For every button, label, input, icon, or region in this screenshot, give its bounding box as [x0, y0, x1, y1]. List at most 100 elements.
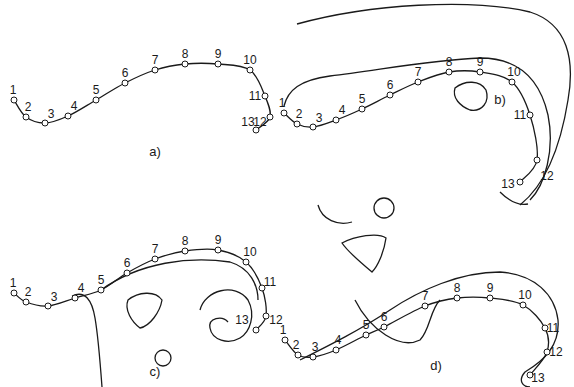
point-number: 6	[387, 79, 394, 91]
point-number: 6	[124, 257, 131, 269]
point-number: 13	[501, 178, 514, 190]
point-curves	[14, 63, 549, 375]
curl-contour	[200, 290, 252, 341]
point-marker	[509, 79, 515, 85]
palate-contour	[297, 4, 570, 205]
point-marker	[11, 97, 17, 103]
tip-contour	[500, 192, 528, 204]
jaw-contour	[72, 294, 102, 387]
point-number: 5	[93, 84, 100, 96]
point-marker	[295, 352, 301, 358]
point-number: 7	[415, 66, 422, 78]
point-number: 3	[312, 341, 319, 353]
point-marker	[253, 327, 259, 333]
point-number: 10	[243, 246, 256, 258]
point-marker	[42, 120, 48, 126]
point-marker	[363, 332, 369, 338]
point-number: 1	[279, 97, 286, 109]
point-number: 7	[152, 54, 159, 66]
point-number: 11	[264, 276, 276, 288]
point-number: 10	[518, 289, 531, 301]
point-marker	[11, 290, 17, 296]
point-marker	[282, 337, 288, 343]
point-marker	[262, 93, 268, 99]
point-marker	[122, 80, 128, 86]
measured-curve	[285, 297, 549, 375]
point-number: 6	[122, 67, 129, 79]
point-number: 2	[293, 339, 300, 351]
point-marker	[247, 67, 253, 73]
point-marker	[45, 303, 51, 309]
point-number: 9	[487, 282, 494, 294]
measured-curve	[14, 249, 266, 330]
point-number: 4	[78, 282, 85, 294]
blob	[127, 293, 162, 328]
point-marker	[310, 124, 316, 130]
point-marker	[65, 113, 71, 119]
point-number: 5	[359, 93, 366, 105]
point-number: 8	[446, 56, 453, 68]
point-marker	[243, 259, 249, 265]
point-number: 8	[182, 48, 189, 60]
point-number: 12	[540, 170, 553, 182]
point-marker	[415, 79, 421, 85]
point-marker	[215, 61, 221, 67]
point-number: 11	[249, 90, 261, 102]
point-marker	[422, 303, 428, 309]
blob	[342, 235, 386, 272]
point-marker	[527, 112, 533, 118]
point-marker	[454, 295, 460, 301]
point-marker	[152, 67, 158, 73]
point-marker	[23, 299, 29, 305]
point-marker	[267, 114, 273, 120]
point-number: 3	[51, 291, 58, 303]
point-marker	[98, 287, 104, 293]
point-number: 13	[531, 372, 544, 384]
point-marker	[93, 97, 99, 103]
point-number: 7	[422, 290, 429, 302]
circle	[374, 198, 394, 218]
point-marker	[124, 270, 130, 276]
point-number: 5	[98, 274, 105, 286]
point-number: 2	[25, 101, 32, 113]
point-number: 2	[296, 108, 303, 120]
point-number: 4	[71, 100, 78, 112]
point-number: 5	[363, 319, 370, 331]
point-marker	[72, 295, 78, 301]
point-number: 1	[280, 324, 287, 336]
point-markers	[11, 61, 550, 378]
point-number: 12	[253, 116, 266, 128]
point-marker	[520, 302, 526, 308]
point-marker	[182, 61, 188, 67]
point-number: 4	[335, 334, 342, 346]
point-number: 9	[215, 234, 222, 246]
point-number: 10	[507, 66, 520, 78]
point-number: 12	[549, 346, 562, 358]
cup-contour	[318, 205, 352, 223]
point-marker	[263, 313, 269, 319]
point-marker	[477, 69, 483, 75]
point-marker	[487, 295, 493, 301]
point-marker	[534, 157, 540, 163]
point-marker	[215, 247, 221, 253]
point-marker	[310, 354, 316, 360]
panel-label: a)	[149, 146, 161, 158]
point-marker	[23, 114, 29, 120]
tongue-contour	[284, 58, 550, 200]
point-number: 9	[477, 56, 484, 68]
point-marker	[182, 248, 188, 254]
point-marker	[359, 106, 365, 112]
point-marker	[544, 349, 550, 355]
point-number: 3	[316, 112, 323, 124]
panel-label: c)	[150, 366, 161, 378]
panel-label: b)	[494, 94, 506, 106]
point-number: 11	[514, 109, 526, 121]
point-number: 9	[215, 48, 222, 60]
tongue-contour	[300, 272, 558, 387]
point-number: 4	[339, 104, 346, 116]
point-number: 1	[10, 84, 17, 96]
point-marker	[387, 92, 393, 98]
measured-curve	[14, 63, 270, 130]
